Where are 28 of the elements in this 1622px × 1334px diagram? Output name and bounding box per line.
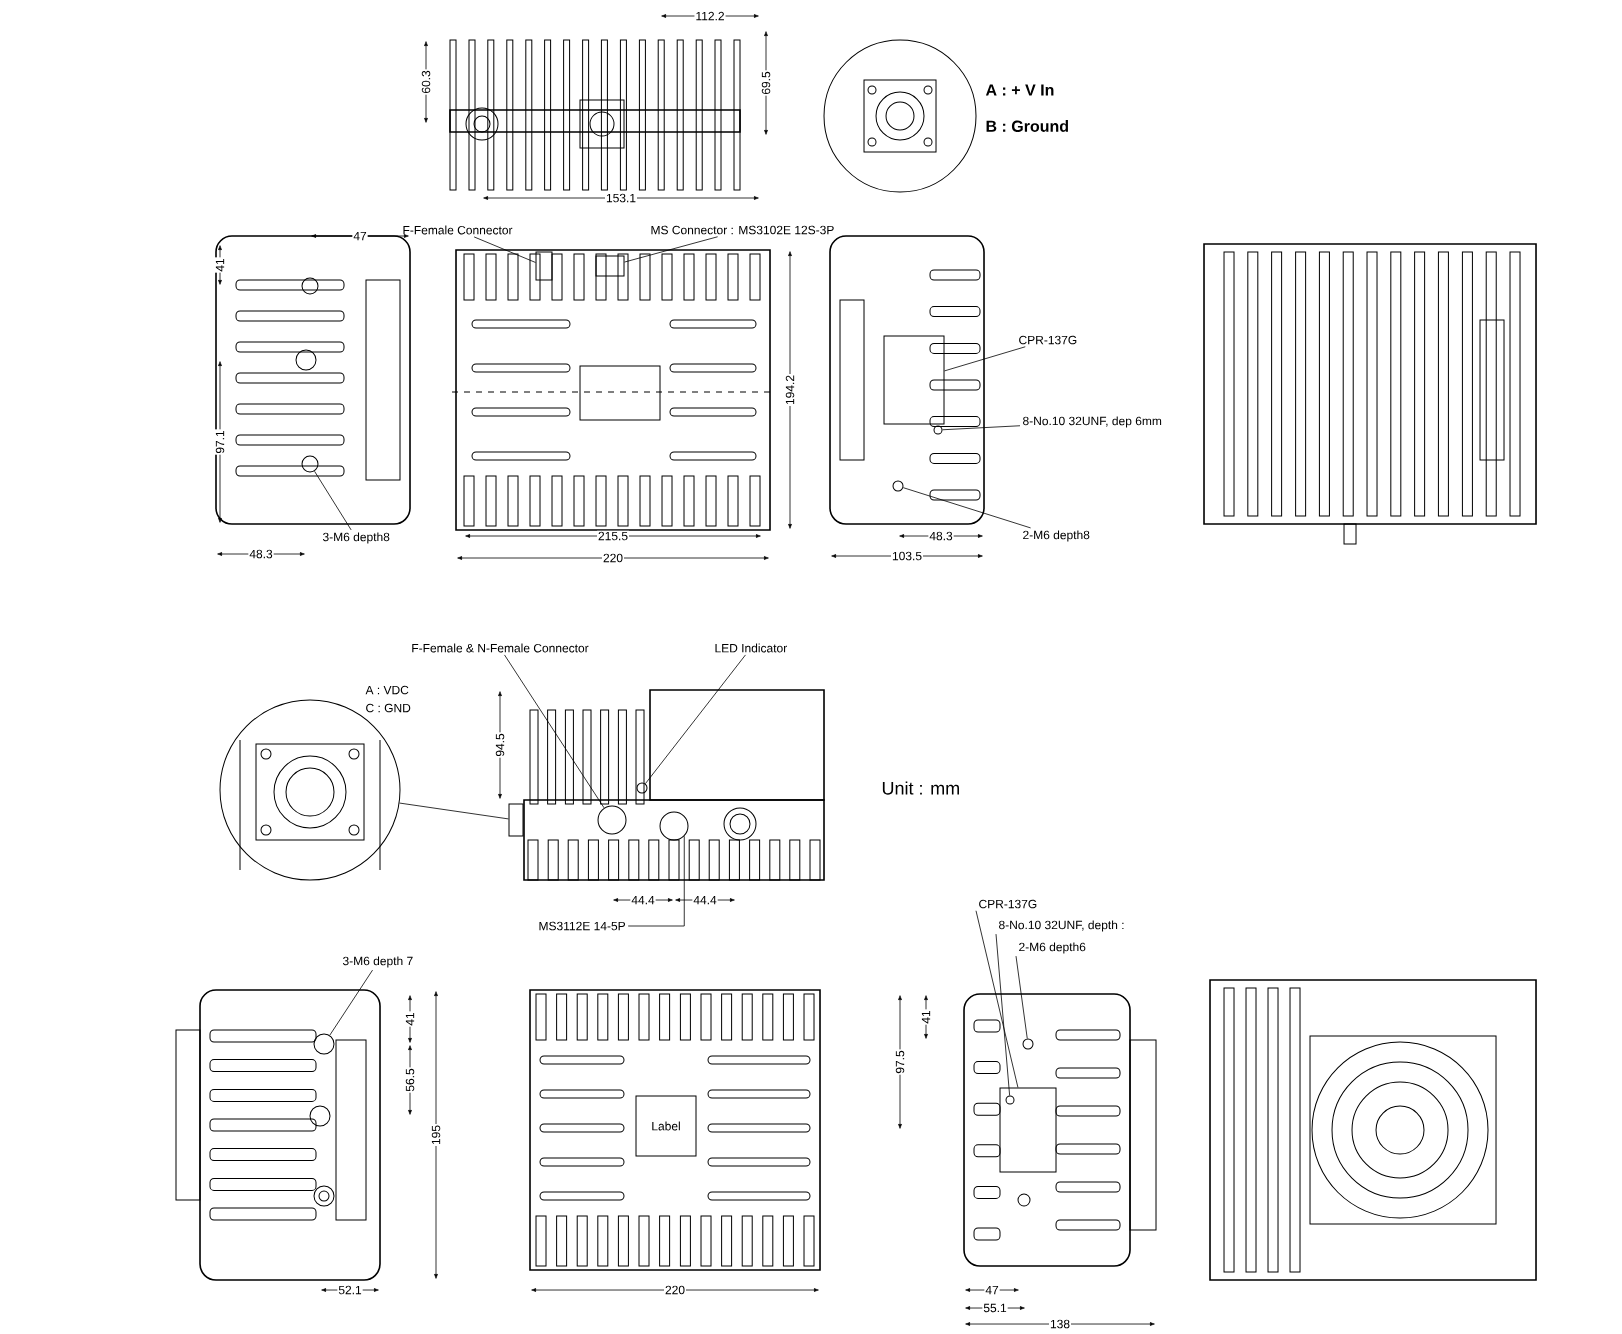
connector-symbol xyxy=(999,1087,1057,1173)
hole-symbol xyxy=(597,805,627,835)
leader-line xyxy=(942,425,1021,431)
hole-symbol xyxy=(933,425,943,435)
leader-line xyxy=(329,969,373,1036)
leader-line xyxy=(624,236,719,263)
hole-symbol xyxy=(301,455,319,473)
connector-symbol xyxy=(535,251,553,281)
unit-note: Unit : mm xyxy=(882,781,959,795)
leader-line xyxy=(1015,955,1028,1039)
pin-label: B : Ground xyxy=(986,120,1068,132)
hole-symbol xyxy=(659,811,689,841)
hole-symbol xyxy=(892,480,904,492)
hole-symbol xyxy=(1005,1095,1015,1105)
leader-line xyxy=(627,835,685,927)
connector-symbol xyxy=(595,255,625,277)
hole-symbol xyxy=(636,782,648,794)
leader-line xyxy=(473,236,536,263)
leader-line xyxy=(902,487,1031,529)
hole-symbol xyxy=(313,1033,335,1055)
connector-symbol xyxy=(883,335,945,425)
detail-line xyxy=(399,802,509,820)
hole-symbol xyxy=(1022,1038,1034,1050)
leader-line xyxy=(314,470,352,531)
leader-line xyxy=(975,910,1019,1088)
connector-symbol xyxy=(508,803,524,837)
pin-label: A : + V In xyxy=(985,84,1054,96)
leader-line xyxy=(995,933,1011,1096)
